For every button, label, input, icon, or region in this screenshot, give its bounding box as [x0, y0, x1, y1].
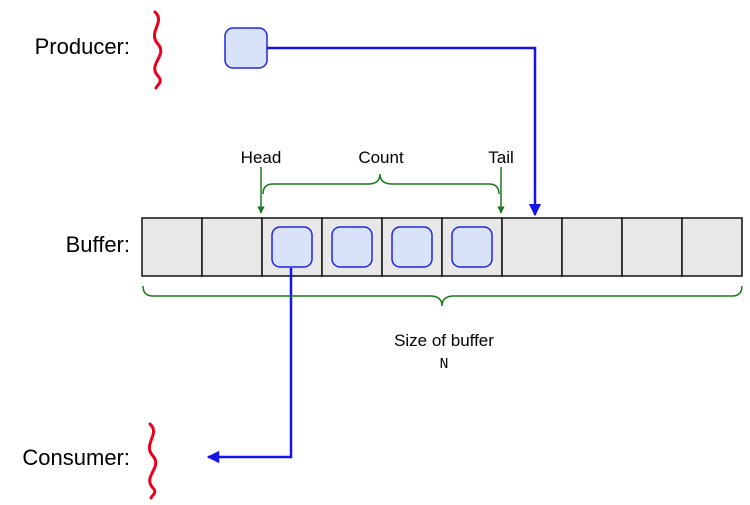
buffer-slot	[681, 217, 743, 277]
buffer-slot	[201, 217, 263, 277]
count-label: Count	[358, 148, 404, 167]
buffer-slot	[501, 217, 563, 277]
consumer-label: Consumer:	[22, 445, 130, 470]
count-brace	[262, 173, 500, 195]
buffer-item	[451, 226, 493, 268]
tail-label: Tail	[488, 148, 514, 167]
producer-label: Producer:	[34, 34, 130, 59]
buffer-slot	[561, 217, 623, 277]
buffer-item	[391, 226, 433, 268]
buffer-items	[271, 226, 493, 268]
buffer-item	[331, 226, 373, 268]
buffer-label: Buffer:	[65, 232, 130, 257]
consumer-thread-squiggle	[147, 422, 158, 500]
size-label: Size of buffer	[394, 331, 494, 350]
buffer	[141, 217, 743, 277]
size-symbol: N	[439, 356, 449, 373]
consumer-arrow	[206, 268, 293, 464]
buffer-slot	[141, 217, 203, 277]
head-label: Head	[240, 148, 282, 167]
producer-item	[224, 27, 268, 69]
producer-thread-squiggle	[152, 10, 163, 90]
size-brace	[142, 285, 743, 307]
buffer-item	[271, 226, 313, 268]
buffer-slot	[621, 217, 683, 277]
producer-arrow	[267, 46, 542, 217]
